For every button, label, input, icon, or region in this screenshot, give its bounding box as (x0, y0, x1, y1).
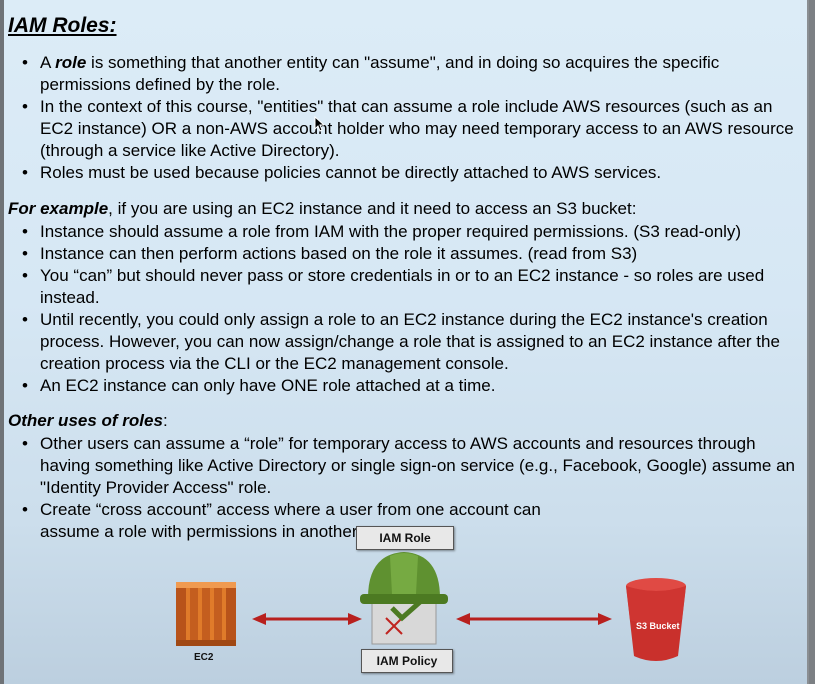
other-uses-heading: Other uses of roles: (8, 411, 168, 431)
hard-hat-icon (360, 552, 448, 622)
other-uses-bullet-list: Other users can assume a “role” for temp… (4, 433, 804, 543)
mouse-cursor-icon (314, 116, 324, 132)
bullet-text: is something that another entity can "as… (40, 53, 720, 94)
bullet-text: Create “cross account” access where a us… (40, 500, 541, 541)
other-uses-heading-emphasis: Other uses of roles (8, 411, 163, 430)
bullet-text: In the context of this course, "entities… (40, 97, 794, 160)
bullet-text: Other users can assume a “role” for temp… (40, 434, 795, 497)
list-item: Other users can assume a “role” for temp… (4, 433, 804, 499)
slide-title: IAM Roles: (8, 14, 117, 37)
left-double-arrow (252, 613, 362, 625)
list-item: Roles must be used because policies cann… (4, 162, 804, 184)
s3-bucket-label: S3 Bucket (636, 621, 680, 631)
s3-bucket-icon (626, 578, 686, 661)
bullet-text: Instance should assume a role from IAM w… (40, 222, 742, 241)
role-diagram: IAM Role IAM Policy EC2 S3 Bucket (4, 520, 807, 684)
list-item: An EC2 instance can only have ONE role a… (4, 375, 804, 397)
slide: IAM Roles: A role is something that anot… (4, 0, 807, 684)
list-item: You “can” but should never pass or store… (4, 265, 804, 309)
list-item: Create “cross account” access where a us… (4, 499, 804, 543)
list-item: Instance should assume a role from IAM w… (4, 221, 804, 243)
example-heading-text: , if you are using an EC2 instance and i… (108, 199, 637, 218)
bullet-text: A (40, 53, 56, 72)
other-uses-heading-text: : (162, 411, 168, 430)
bullet-text: You “can” but should never pass or store… (40, 266, 765, 307)
example-heading-emphasis: For example (8, 199, 109, 218)
intro-bullet-list: A role is something that another entity … (4, 52, 804, 184)
list-item: Until recently, you could only assign a … (4, 309, 804, 375)
bullet-text: Until recently, you could only assign a … (40, 310, 780, 373)
example-heading: For example, if you are using an EC2 ins… (8, 199, 636, 219)
bullet-text: Roles must be used because policies cann… (40, 163, 662, 182)
ec2-label: EC2 (194, 652, 214, 663)
ec2-icon (176, 582, 236, 646)
iam-policy-label: IAM Policy (361, 649, 453, 673)
list-item: Instance can then perform actions based … (4, 243, 804, 265)
bullet-text: An EC2 instance can only have ONE role a… (40, 376, 496, 395)
left-frame-edge (0, 0, 4, 684)
right-frame-edge (809, 0, 815, 684)
role-emphasis: role (55, 53, 87, 72)
example-bullet-list: Instance should assume a role from IAM w… (4, 221, 804, 397)
diagram-graphics (176, 552, 686, 661)
list-item: A role is something that another entity … (4, 52, 804, 96)
right-double-arrow (456, 613, 612, 625)
list-item: In the context of this course, "entities… (4, 96, 804, 162)
bullet-text: Instance can then perform actions based … (40, 244, 638, 263)
iam-role-label: IAM Role (356, 526, 454, 550)
